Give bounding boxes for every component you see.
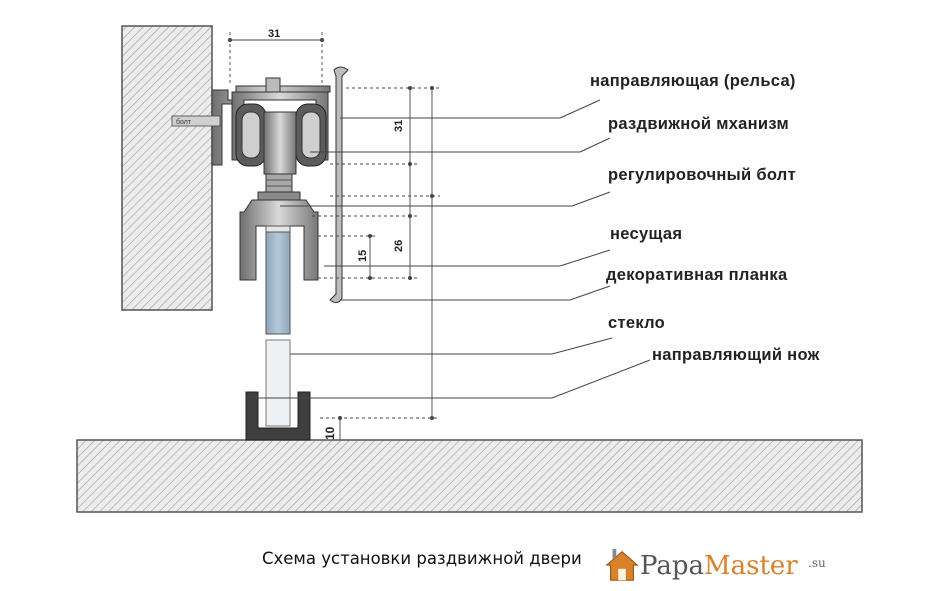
label-bolt: регулировочный болт	[608, 166, 796, 184]
roller-mechanism	[235, 103, 327, 175]
adjusting-bolt	[257, 173, 301, 203]
dimension-ticks	[228, 38, 434, 420]
glass-panel-lower	[265, 339, 291, 427]
dim-floor-gap: 10	[323, 426, 337, 440]
label-guide: направляющий нож	[652, 346, 820, 364]
glass-panel	[265, 231, 291, 335]
label-mechanism: раздвижной мханизм	[608, 115, 789, 133]
logo-name-a: Papa	[640, 551, 704, 581]
logo-suffix: .su	[808, 556, 826, 570]
decorative-trim	[329, 66, 349, 304]
dim-top-width: 31	[268, 28, 280, 40]
logo-wordmark: PapaMaster	[640, 551, 798, 581]
leader-lines	[250, 99, 651, 399]
dimension-lines	[229, 32, 440, 440]
logo-name-b: Master	[703, 551, 798, 581]
dim-carrier-height: 26	[393, 240, 405, 252]
floor-slab	[76, 439, 863, 513]
label-glass: стекло	[608, 314, 666, 332]
dim-rail-height: 31	[393, 120, 405, 132]
floor-guide	[245, 391, 311, 441]
label-carrier: несущая	[610, 225, 683, 243]
dim-trim-height: 15	[357, 250, 369, 262]
label-rail: направляющая (рельса)	[590, 72, 796, 90]
house-icon	[605, 548, 639, 581]
bolt-tag: болт	[176, 118, 192, 126]
wall-bracket	[171, 85, 331, 166]
label-trim: декоративная планка	[606, 266, 788, 284]
wall-block	[121, 25, 213, 311]
diagram-caption: Схема установки раздвижной двери	[262, 549, 582, 568]
